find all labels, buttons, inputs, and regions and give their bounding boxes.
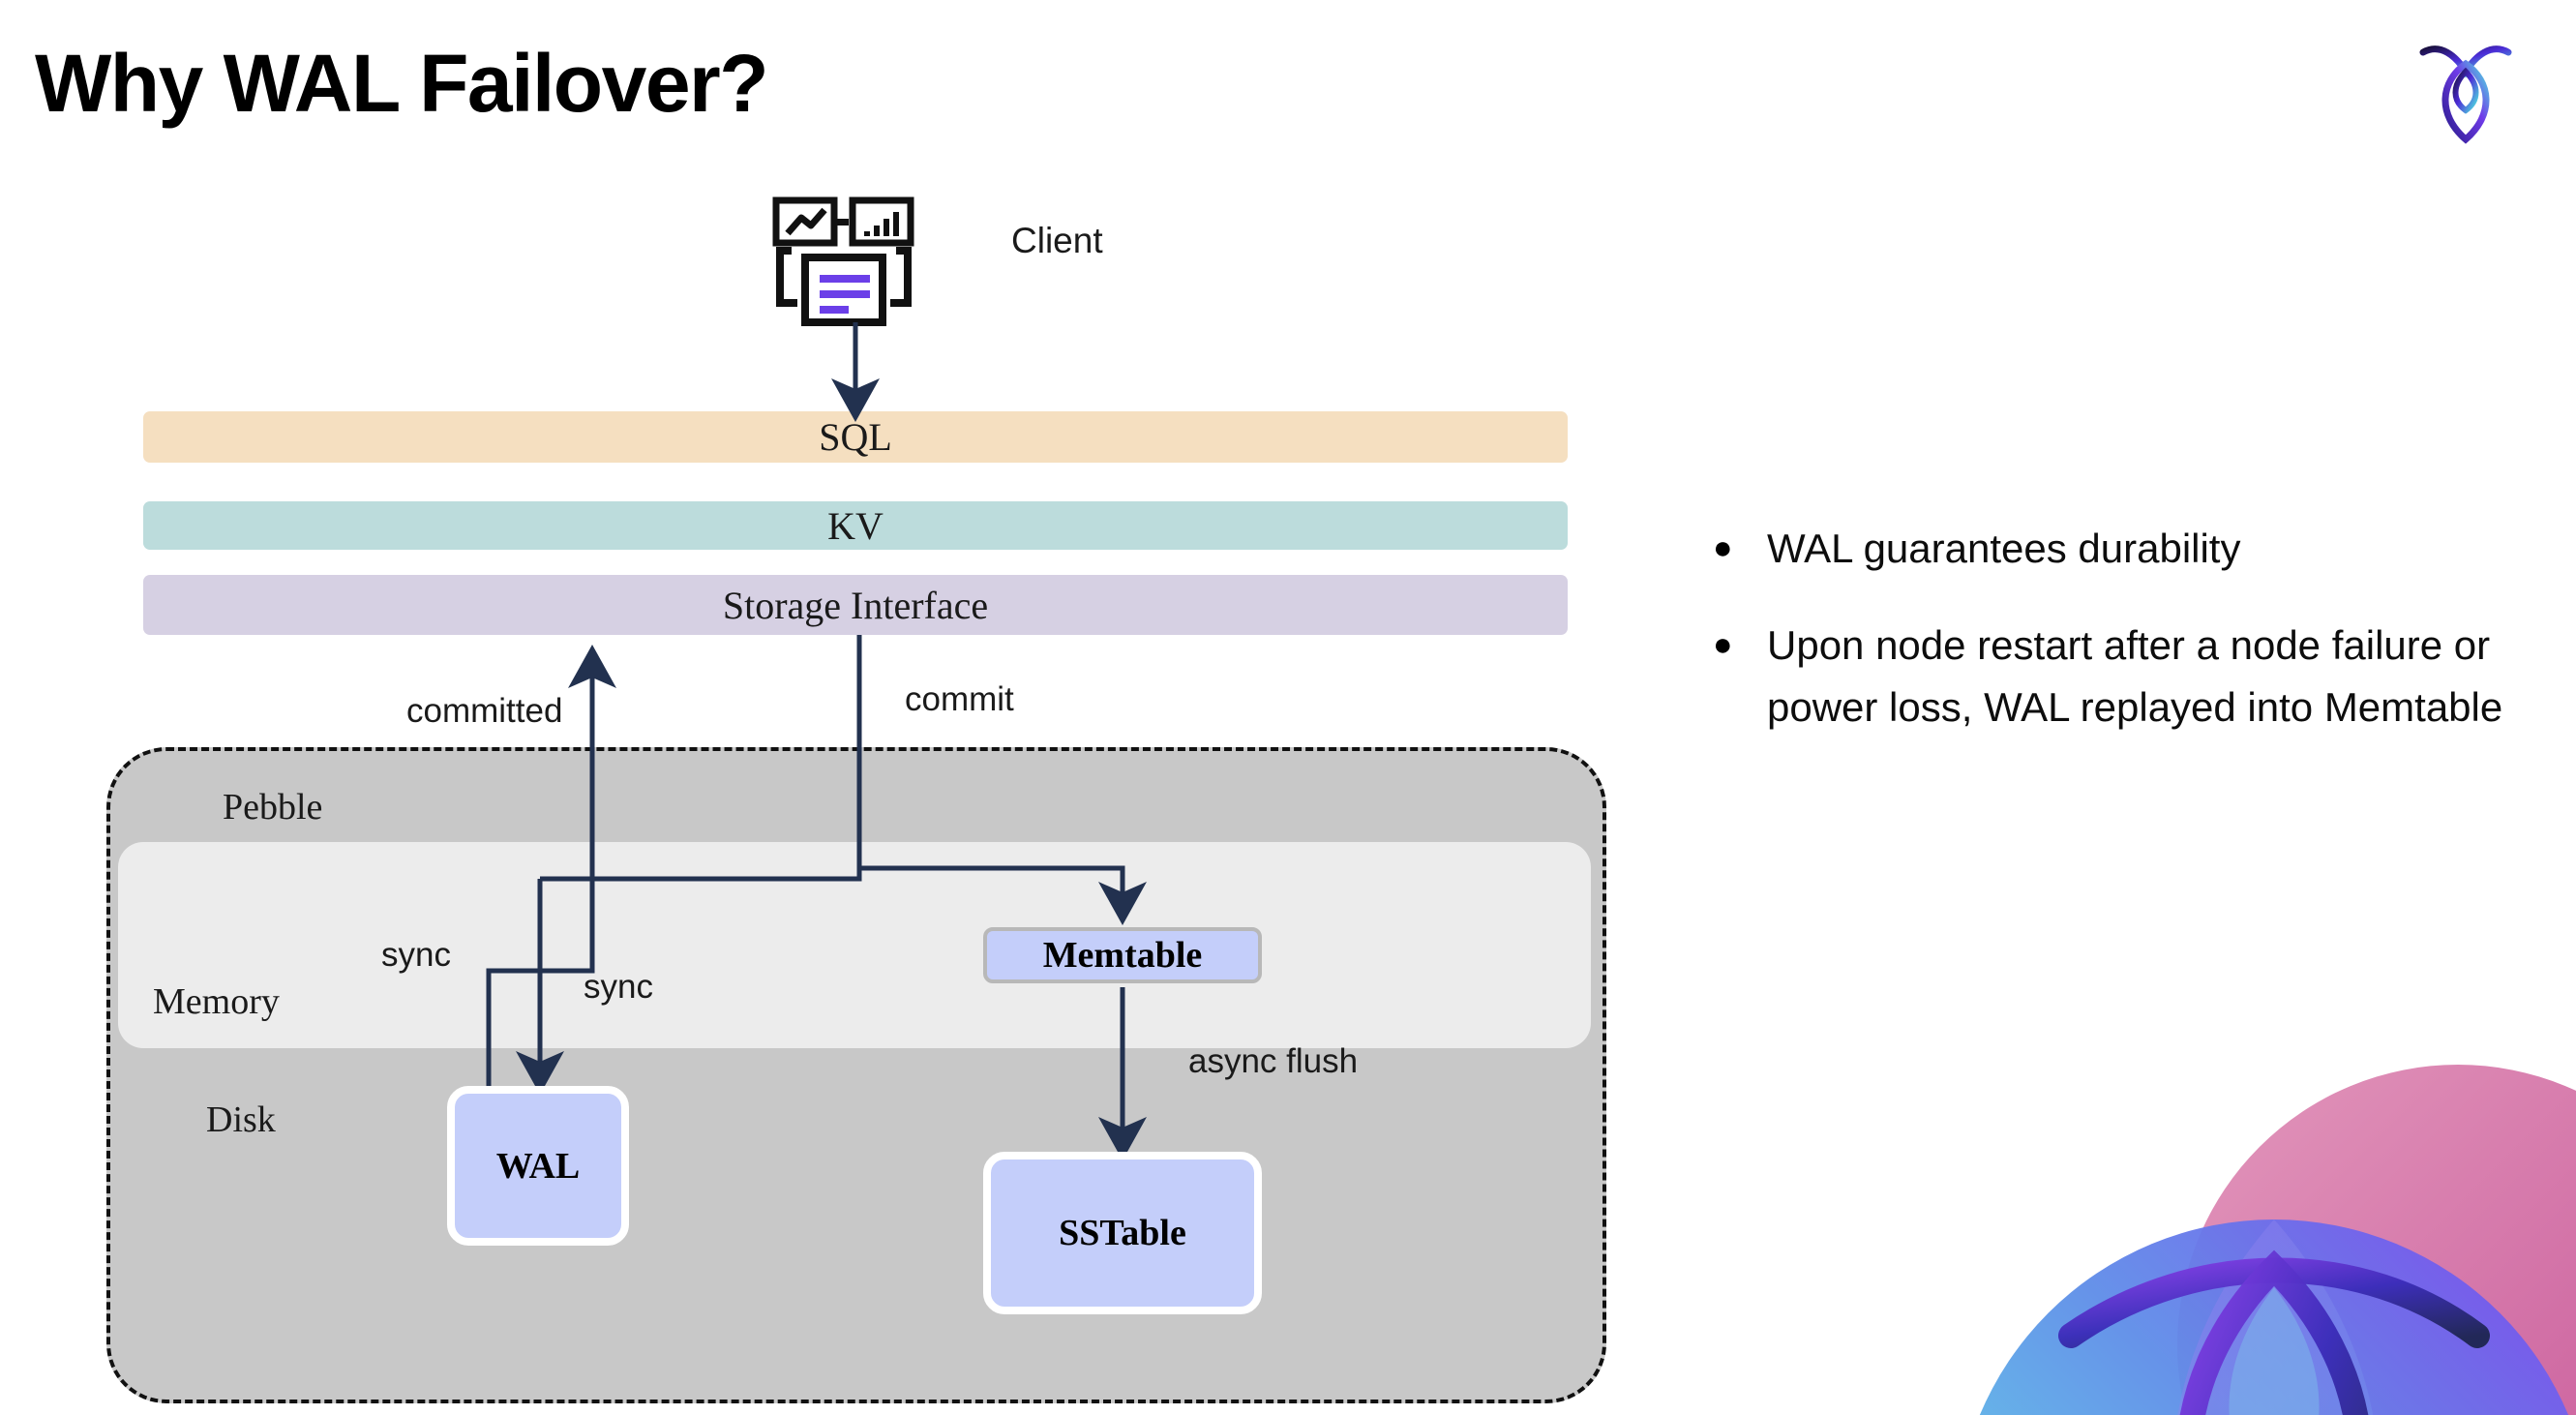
edge-label-committed: committed	[406, 692, 563, 730]
list-item: ● Upon node restart after a node failure…	[1705, 615, 2557, 738]
node-memtable-label: Memtable	[1042, 935, 1203, 976]
node-memtable: Memtable	[983, 927, 1262, 983]
node-wal-label: WAL	[495, 1145, 581, 1187]
list-item: ● WAL guarantees durability	[1705, 518, 2557, 580]
layer-bar-kv: KV	[143, 501, 1568, 550]
layer-bar-storage-interface: Storage Interface	[143, 575, 1568, 635]
client-label: Client	[1011, 221, 1103, 260]
node-sstable-label: SSTable	[1059, 1213, 1186, 1253]
memory-region	[118, 842, 1591, 1048]
bullet-marker-icon: ●	[1713, 626, 1733, 663]
cockroachdb-decorative-mark	[1955, 929, 2576, 1415]
bullet-list: ● WAL guarantees durability ● Upon node …	[1705, 518, 2557, 773]
edge-label-sync-2: sync	[584, 968, 653, 1006]
client-workstation-icon	[772, 196, 927, 337]
cockroachdb-logo-icon	[2411, 31, 2520, 145]
disk-label: Disk	[206, 1099, 276, 1140]
node-wal: WAL	[447, 1086, 629, 1246]
edge-label-commit: commit	[905, 680, 1014, 718]
layer-bar-kv-label: KV	[827, 503, 884, 548]
bullet-text: WAL guarantees durability	[1767, 526, 2241, 571]
pebble-label: Pebble	[223, 787, 323, 828]
memory-label: Memory	[153, 981, 280, 1022]
node-sstable: SSTable	[983, 1152, 1262, 1314]
layer-bar-storage-interface-label: Storage Interface	[722, 583, 989, 627]
layer-bar-sql: SQL	[143, 411, 1568, 463]
edge-label-async-flush: async flush	[1188, 1042, 1359, 1080]
edge-label-sync-1: sync	[381, 936, 451, 974]
bullet-text: Upon node restart after a node failure o…	[1767, 622, 2503, 730]
layer-bar-sql-label: SQL	[819, 415, 892, 459]
bullet-marker-icon: ●	[1713, 529, 1733, 566]
page-title: Why WAL Failover?	[35, 38, 769, 129]
